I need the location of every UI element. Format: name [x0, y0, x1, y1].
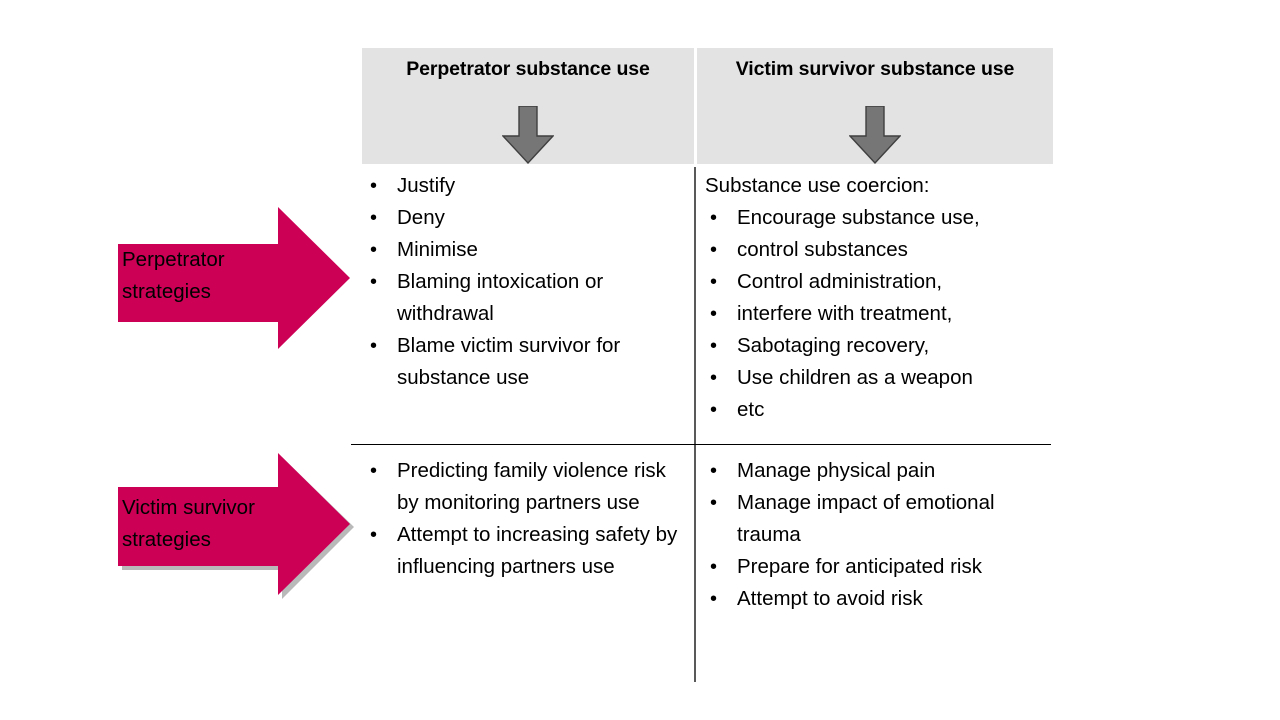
down-arrow-icon [848, 105, 902, 165]
bullet-list: Manage physical pain Manage impact of em… [705, 455, 1055, 615]
column-header-perpetrator: Perpetrator substance use [362, 48, 694, 165]
list-item: Control administration, [705, 266, 1055, 298]
table-cell-perpetrator-victim-use: Substance use coercion: Encourage substa… [705, 170, 1055, 426]
table-cell-perpetrator-perpetrator-use: Justify Deny Minimise Blaming intoxicati… [362, 170, 692, 394]
bullet-list: Predicting family violence risk by monit… [362, 455, 692, 583]
list-item: Predicting family violence risk by monit… [362, 455, 692, 519]
list-item: Blaming intoxication or withdrawal [362, 266, 692, 330]
list-item: control substances [705, 234, 1055, 266]
bullet-list: Justify Deny Minimise Blaming intoxicati… [362, 170, 692, 394]
list-item: Minimise [362, 234, 692, 266]
list-item: Prepare for anticipated risk [705, 551, 1055, 583]
row-label-text: Perpetrator strategies [122, 248, 225, 303]
column-header-label: Victim survivor substance use [735, 58, 1015, 80]
list-item: Use children as a weapon [705, 362, 1055, 394]
table-cell-victim-perpetrator-use: Predicting family violence risk by monit… [362, 455, 692, 583]
row-label-arrow-victim-survivor-strategies: Victim survivor strategies [110, 448, 358, 606]
column-header-label: Perpetrator substance use [406, 58, 650, 80]
row-divider [351, 444, 1051, 445]
list-item: Justify [362, 170, 692, 202]
bullet-list: Encourage substance use, control substan… [705, 202, 1055, 426]
table-cell-victim-victim-use: Manage physical pain Manage impact of em… [705, 455, 1055, 615]
row-label-text: Victim survivor strategies [122, 496, 255, 551]
column-header-victim-survivor: Victim survivor substance use [697, 48, 1053, 165]
cell-lead-text: Substance use coercion: [705, 174, 930, 197]
down-arrow-icon [501, 105, 555, 165]
list-item: Sabotaging recovery, [705, 330, 1055, 362]
list-item: Blame victim survivor for substance use [362, 330, 692, 394]
list-item: Attempt to avoid risk [705, 583, 1055, 615]
list-item: etc [705, 394, 1055, 426]
list-item: Deny [362, 202, 692, 234]
list-item: Manage impact of emotional trauma [705, 487, 1055, 551]
list-item: Attempt to increasing safety by influenc… [362, 519, 692, 583]
list-item: interfere with treatment, [705, 298, 1055, 330]
list-item: Encourage substance use, [705, 202, 1055, 234]
list-item: Manage physical pain [705, 455, 1055, 487]
row-label-arrow-perpetrator-strategies: Perpetrator strategies [110, 200, 358, 356]
column-divider [694, 167, 696, 682]
